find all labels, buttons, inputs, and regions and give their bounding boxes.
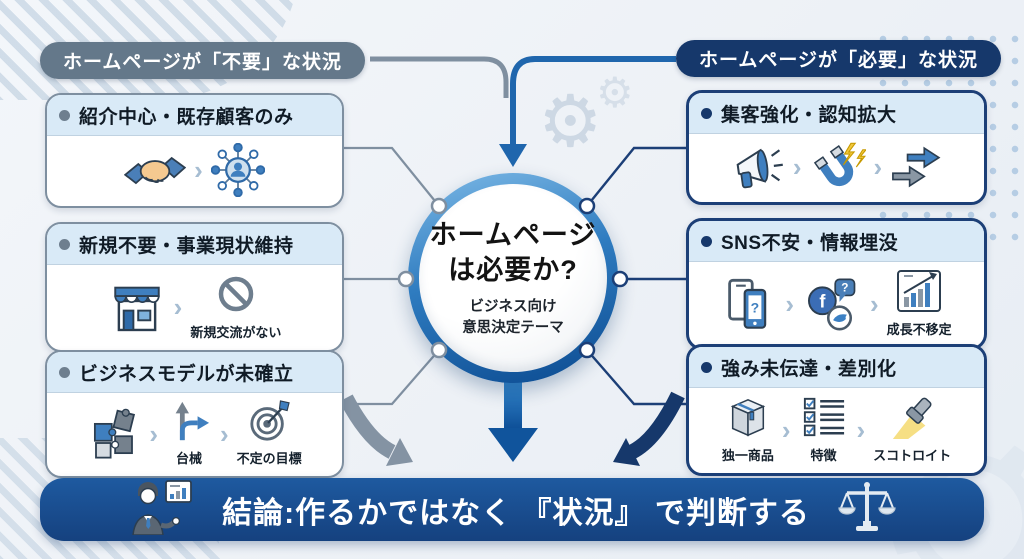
chevron-separator: › (785, 288, 794, 319)
chevron-separator: › (856, 414, 866, 445)
gear-icon: ⚙ (538, 82, 603, 162)
badge-homepage-unnecessary: ホームページが「不要」な状況 (40, 42, 366, 79)
right-badge-connector (510, 56, 676, 146)
caption-growth: 成長不移定 (886, 322, 952, 337)
card-title: 紹介中心・既存顧客のみ (79, 107, 294, 128)
card-body: ? › f ? › (689, 262, 984, 347)
storefront-icon (108, 278, 166, 336)
central-subtitle-line2: 意思決定テーマ (462, 319, 564, 336)
card-header: 紹介中心・既存顧客のみ (47, 95, 342, 136)
caption-features: 特徴 (810, 448, 837, 463)
growth-chart-group: 成長不移定 (887, 269, 952, 338)
bullet-dot (701, 362, 712, 373)
smartphones-icon: ? (721, 277, 777, 331)
card-title: 強み未伝達・差別化 (721, 359, 897, 380)
conclusion-text: 結論:作るかではなく 『状況』 で判断する (222, 496, 810, 530)
card-business-model-unestablished: ビジネスモデルが未確立 › (45, 350, 344, 478)
target-group: 不定の目標 (237, 400, 302, 467)
caption-fork: 台械 (175, 451, 202, 466)
card-strengths-not-conveyed: 強み未伝達・差別化 独一商品 › (686, 344, 987, 476)
card-body: › › (689, 134, 984, 202)
target-icon (246, 400, 292, 447)
chevron-separator: › (792, 152, 802, 182)
bullet-dot (701, 236, 712, 247)
badge-right-label: ホームページが「必要」な状況 (699, 50, 979, 71)
social-media-icon: f ? (802, 277, 862, 331)
svg-text:f: f (819, 291, 826, 311)
chevron-separator: › (781, 414, 791, 445)
chevron-separator: › (173, 291, 183, 322)
card-attract-customers: 集客強化・認知拡大 › (686, 90, 987, 205)
handshake-icon (124, 146, 187, 194)
prohibition-group: 新規交流がない (190, 272, 281, 341)
top-arrow-icon (499, 144, 527, 167)
package-group: 独一商品 (722, 395, 774, 464)
package-icon (723, 395, 773, 444)
card-title: ビジネスモデルが未確立 (79, 364, 294, 385)
card-title: 新規不要・事業現状維持 (79, 236, 294, 257)
left-badge-connector (370, 56, 509, 98)
caption-spotlight: スコトロイト (873, 448, 952, 463)
svg-text:?: ? (751, 299, 760, 315)
checklist-icon (799, 395, 849, 444)
presenter-icon (128, 479, 194, 540)
central-subtitle: ビジネス向け 意思決定テーマ (462, 297, 564, 338)
chevron-separator: › (219, 418, 229, 449)
center-down-arrow-icon (504, 382, 522, 430)
scales-icon (838, 479, 896, 540)
card-header: 強み未伝達・差別化 (689, 347, 984, 388)
card-header: ビジネスモデルが未確立 (47, 352, 342, 393)
central-title-line2: は必要か? (448, 255, 578, 286)
card-no-new-business: 新規不要・事業現状維持 › (45, 222, 344, 352)
bullet-dot (59, 110, 70, 121)
chevron-separator: › (194, 155, 203, 185)
chevron-separator: › (149, 418, 158, 449)
navy-down-arrow-icon (628, 391, 685, 459)
spotlight-icon (887, 395, 937, 444)
caption-no-new-contact: 新規交流がない (190, 325, 282, 340)
card-title: 集客強化・認知拡大 (721, 105, 897, 126)
central-title: ホームページ は必要か? (430, 218, 597, 288)
badge-left-label: ホームページが「不要」な状況 (63, 52, 343, 73)
chevron-separator: › (869, 288, 879, 319)
badge-homepage-necessary: ホームページが「必要」な状況 (676, 40, 1002, 77)
bullet-dot (59, 239, 70, 250)
card-body: › 新規交流がない (47, 265, 342, 350)
central-title-line1: ホームページ (429, 220, 597, 251)
card-sns-anxiety: SNS不安・情報埋没 ? › f ? (686, 218, 987, 350)
caption-target: 不定の目標 (236, 451, 302, 466)
growth-chart-icon (895, 269, 943, 318)
puzzle-icon (87, 407, 141, 461)
caption-package: 独一商品 (721, 448, 774, 463)
card-header: 集客強化・認知拡大 (689, 93, 984, 134)
bullet-dot (59, 367, 70, 378)
card-body: › (47, 136, 342, 206)
card-title: SNS不安・情報埋没 (721, 233, 899, 254)
card-header: 新規不要・事業現状維持 (47, 224, 342, 265)
gear-icon: ⚙ (596, 69, 634, 116)
prohibition-icon (214, 272, 258, 321)
referral-network-icon (210, 143, 265, 197)
conclusion-banner: 結論:作るかではなく 『状況』 で判断する (40, 478, 984, 541)
megaphone-icon (727, 142, 785, 192)
central-theme-circle: ホームページ は必要か? ビジネス向け 意思決定テーマ (408, 173, 618, 383)
bullet-dot (701, 108, 712, 119)
card-header: SNS不安・情報埋没 (689, 221, 984, 262)
fork-arrows-icon (166, 400, 212, 447)
magnet-icon (810, 141, 866, 193)
double-arrows-icon (890, 144, 946, 190)
fork-arrows-group: 台械 (166, 400, 212, 467)
card-body: 独一商品 › (689, 388, 984, 473)
central-theme-inner: ホームページ は必要か? ビジネス向け 意思決定テーマ (419, 184, 607, 372)
card-body: › 台械 › (47, 393, 342, 476)
gray-down-arrow-icon (339, 394, 396, 459)
checklist-group: 特徴 (799, 395, 849, 464)
chevron-separator: › (873, 152, 883, 182)
spotlight-group: スコトロイト (873, 395, 951, 464)
central-subtitle-line1: ビジネス向け (469, 299, 557, 316)
card-referral-existing-customers: 紹介中心・既存顧客のみ › (45, 93, 344, 208)
svg-text:?: ? (841, 281, 848, 294)
